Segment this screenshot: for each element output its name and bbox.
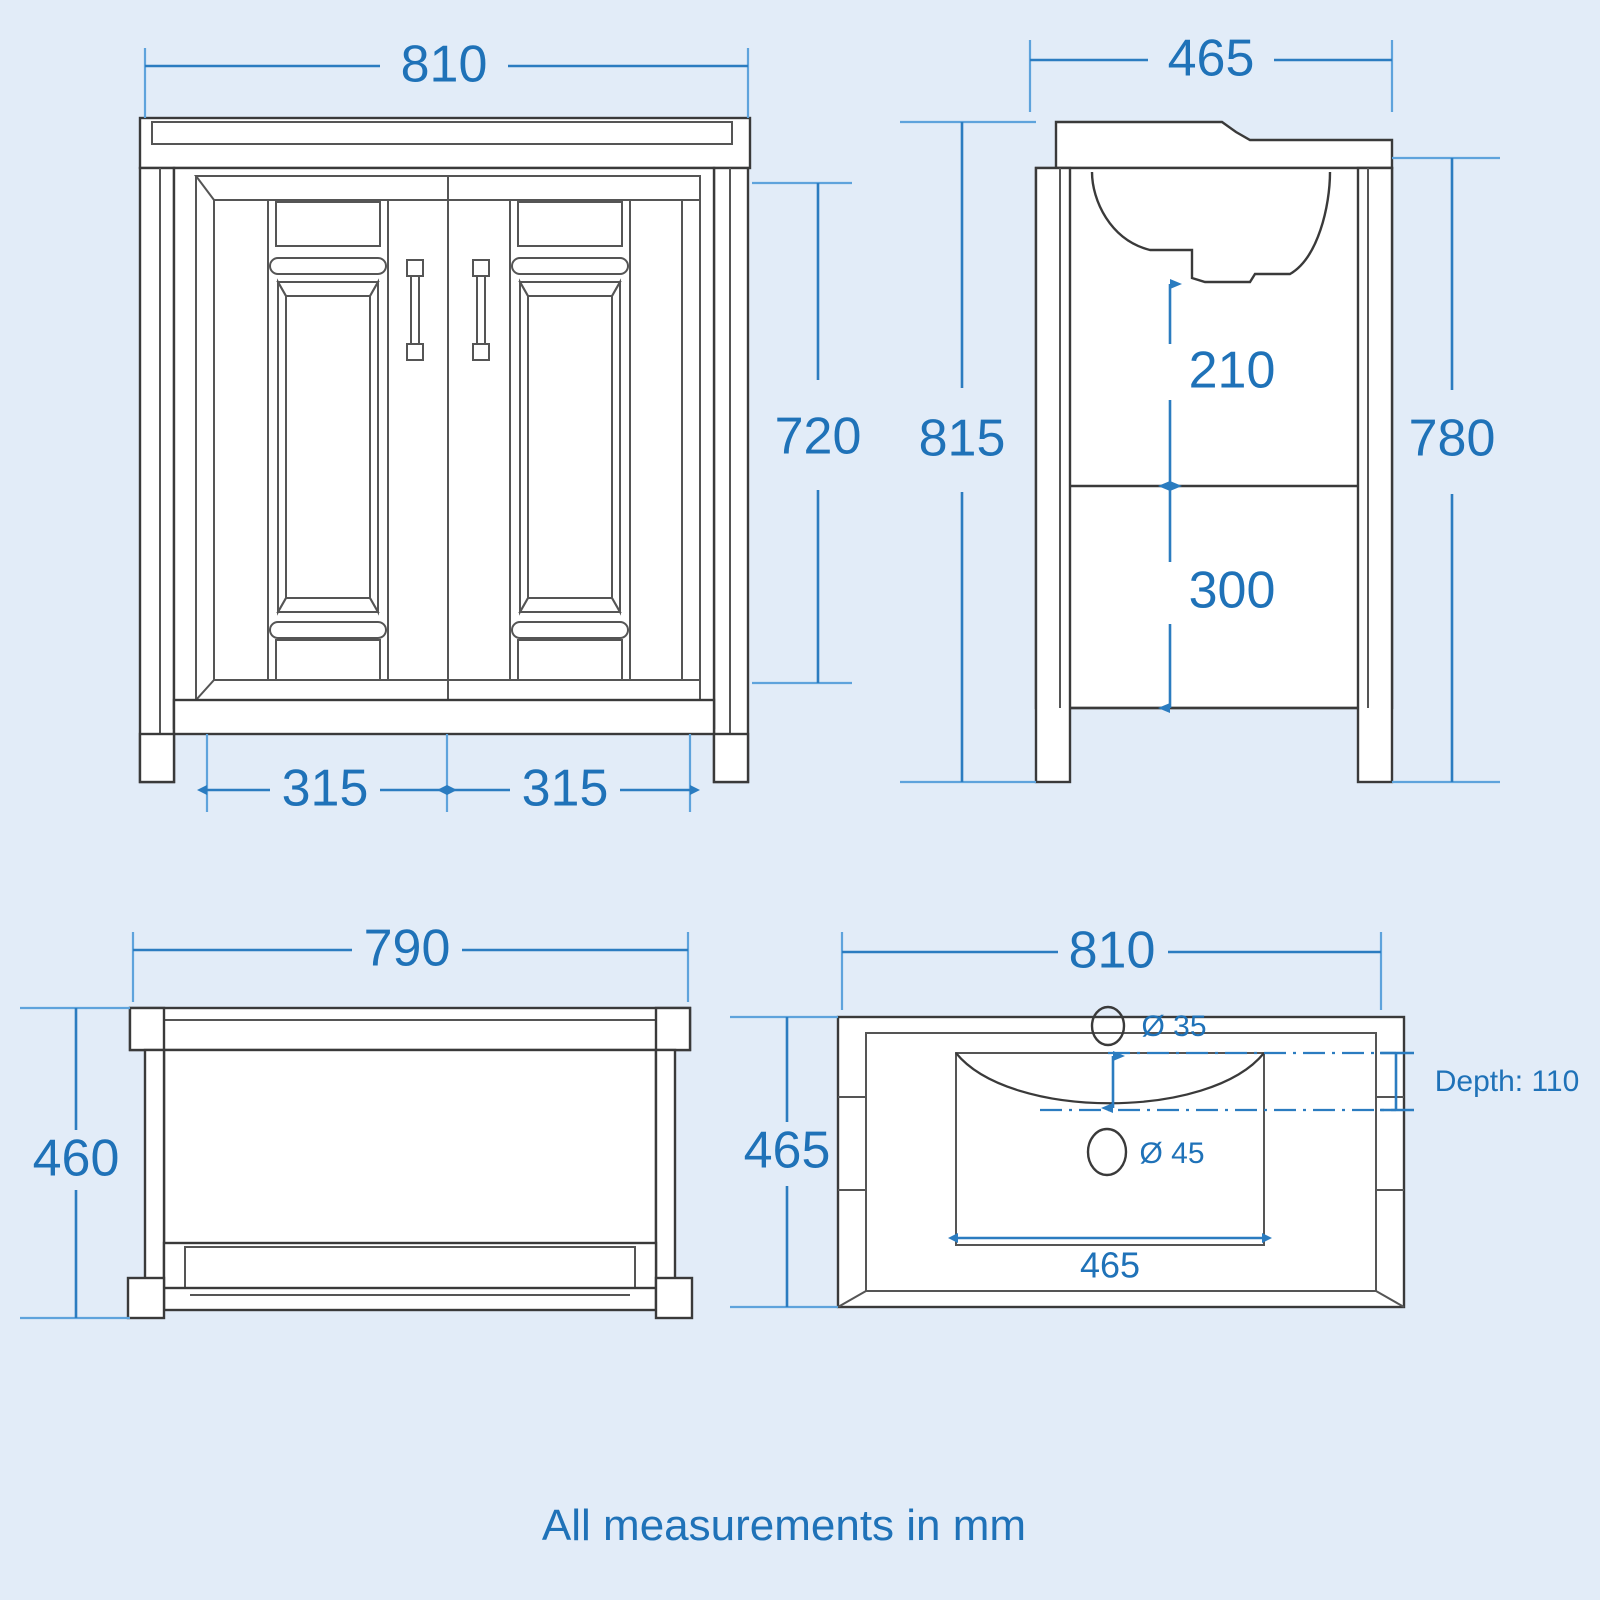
- dim-label-waste-hole: Ø 45: [1139, 1137, 1204, 1170]
- dim-label-rear-width: 790: [364, 920, 451, 978]
- side-basin-profile: [1090, 171, 1332, 284]
- dim-label-front-height: 720: [775, 408, 862, 466]
- front-left-door-centre-panel: [285, 295, 371, 599]
- waste-hole-label: Ø 45: [1139, 1137, 1204, 1170]
- dim-label-left-door-width: 315: [282, 760, 369, 818]
- front-left-door-top-moulding: [269, 257, 387, 275]
- front-right-door-handle[interactable]: [472, 259, 490, 361]
- top-plan-view: Ø 35 Ø 45 Depth: 110 810: [730, 922, 1580, 1309]
- side-front-leg: [1034, 166, 1072, 784]
- dim-top-width-810: 810: [840, 922, 1383, 1010]
- front-right-foot: [712, 732, 750, 784]
- front-left-door-bottom-block: [275, 639, 381, 681]
- dim-rear-height-460: 460: [20, 1006, 130, 1320]
- dim-front-height-720: 720: [752, 181, 862, 685]
- dim-label-right-door-width: 315: [522, 760, 609, 818]
- front-right-door[interactable]: [509, 199, 631, 681]
- front-worktop-edge: [151, 121, 733, 145]
- dim-label-side-carcass-height: 780: [1409, 410, 1496, 468]
- rear-bottom-rail: [162, 1286, 658, 1312]
- dim-label-rear-height: 460: [33, 1130, 120, 1188]
- rear-left-post: [143, 1048, 166, 1302]
- top-inner-frame: [865, 1032, 1377, 1292]
- front-left-door-handle[interactable]: [406, 259, 424, 361]
- top-mitre-bottom-left: [837, 1290, 867, 1308]
- front-right-door-top-moulding: [511, 257, 629, 275]
- front-left-foot: [138, 732, 176, 784]
- front-right-door-bottom-moulding: [511, 621, 629, 639]
- dim-top-depth-465: 465: [730, 1015, 838, 1309]
- dim-label-basin-depth: Depth: 110: [1435, 1065, 1580, 1098]
- front-right-door-top-block: [517, 201, 623, 247]
- dim-side-upper-210: 210: [1158, 279, 1276, 491]
- rear-top-rail: [128, 1006, 692, 1052]
- side-rear-leg: [1356, 166, 1394, 784]
- front-left-door-top-block: [275, 201, 381, 247]
- front-elevation-view: 810 720: [138, 36, 862, 818]
- side-carcass: [1034, 166, 1394, 710]
- dim-label-tap-hole: Ø 35: [1141, 1010, 1206, 1043]
- front-right-door-centre-panel: [527, 295, 613, 599]
- dim-label-side-upper: 210: [1189, 342, 1276, 400]
- waste-hole-icon: [1086, 1127, 1128, 1177]
- dim-side-depth-465: 465: [1028, 30, 1394, 112]
- dim-label-basin-width: 465: [1080, 1245, 1140, 1286]
- dim-side-height-815: 815: [900, 120, 1036, 784]
- dim-label-side-depth: 465: [1168, 30, 1255, 88]
- rear-top-left-corner: [128, 1006, 166, 1052]
- dim-side-carcass-height-780: 780: [1392, 156, 1500, 784]
- front-carcass: [172, 166, 716, 730]
- dim-label-front-width: 810: [401, 36, 488, 94]
- tap-hole-label: Ø 35: [1141, 1010, 1206, 1043]
- dim-front-door-widths: 315 315: [197, 734, 700, 818]
- handle-left-bottom-boss: [406, 343, 424, 361]
- handle-right-bottom-boss: [472, 343, 490, 361]
- dim-front-width-810: 810: [143, 36, 750, 118]
- rear-right-post: [654, 1048, 677, 1302]
- dim-basin-width-465: 465: [948, 1233, 1272, 1286]
- footer-note: All measurements in mm: [542, 1501, 1026, 1550]
- side-elevation-view: 465 815 780 210: [900, 30, 1500, 784]
- rear-right-foot: [654, 1276, 694, 1320]
- front-right-door-bottom-block: [517, 639, 623, 681]
- front-left-leg: [138, 166, 176, 784]
- top-mitre-bottom-right: [1375, 1290, 1405, 1308]
- dim-label-side-lower: 300: [1189, 562, 1276, 620]
- front-left-door-bottom-moulding: [269, 621, 387, 639]
- tap-hole-icon: [1090, 1005, 1126, 1047]
- rear-left-foot: [126, 1276, 166, 1320]
- front-plinth: [172, 698, 716, 736]
- rear-top-right-corner: [654, 1006, 692, 1052]
- dim-label-side-height: 815: [919, 410, 1006, 468]
- dim-side-lower-300: 300: [1158, 481, 1276, 713]
- dim-label-top-depth: 465: [744, 1122, 831, 1180]
- front-left-door[interactable]: [267, 199, 389, 681]
- top-worktop-outline: [836, 1015, 1406, 1309]
- dim-label-top-width: 810: [1069, 922, 1156, 980]
- dim-rear-width-790: 790: [131, 920, 690, 1002]
- rear-elevation-view: 790 460: [20, 920, 694, 1320]
